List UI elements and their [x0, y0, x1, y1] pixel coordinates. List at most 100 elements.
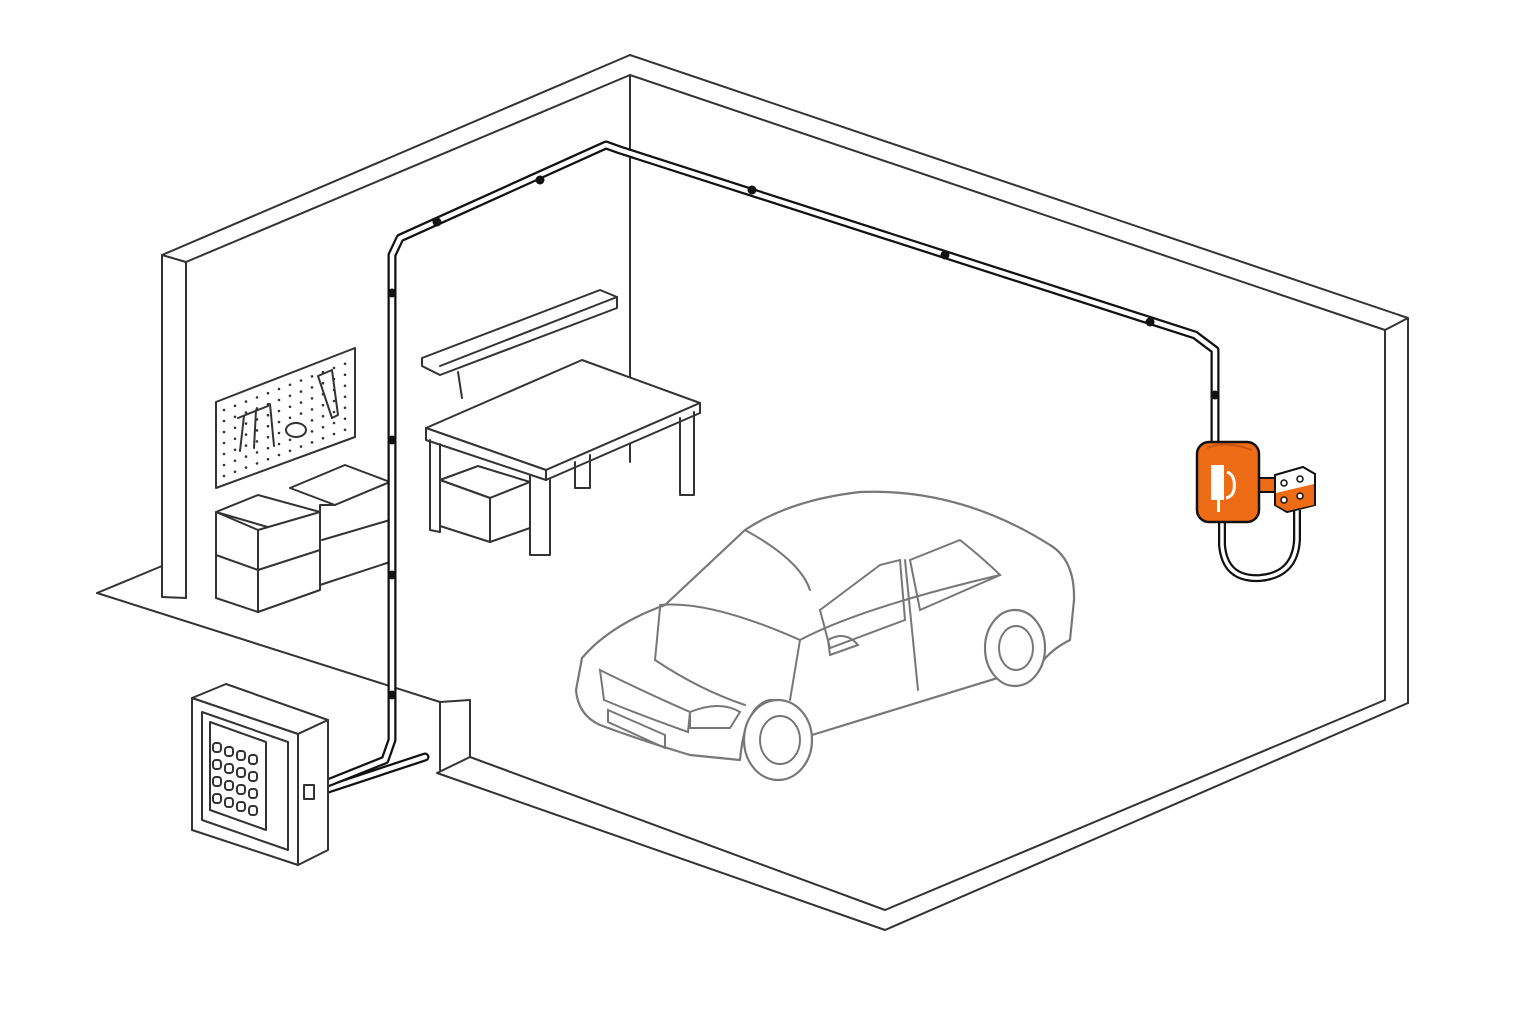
peg-hole [288, 383, 292, 387]
peg-hole [222, 474, 226, 478]
peg-hole [255, 407, 259, 410]
peg-hole [288, 449, 292, 453]
breaker-switch [248, 788, 258, 799]
hammer-tool-icon [317, 369, 339, 419]
breaker-switch [248, 754, 258, 765]
tape-roll-icon [285, 422, 307, 438]
breaker-switch [212, 742, 222, 753]
car [574, 490, 1076, 782]
peg-hole [244, 455, 248, 458]
peg-hole [332, 366, 336, 370]
peg-hole [310, 419, 314, 422]
breaker-switch [224, 746, 234, 757]
circuit-breakers [212, 742, 258, 816]
wrench-tool-icon [237, 403, 275, 452]
peg-hole [233, 437, 237, 441]
conduit-clamp [387, 435, 397, 445]
breaker-switch [248, 771, 258, 782]
breaker-switch [224, 797, 234, 808]
peg-hole [266, 457, 270, 461]
peg-hole [299, 390, 303, 393]
peg-hole [299, 379, 303, 382]
peg-hole [233, 459, 237, 463]
peg-hole [277, 387, 281, 391]
peg-hole [222, 408, 226, 412]
front-wheel [742, 698, 814, 782]
peg-hole [266, 424, 270, 428]
peg-hole [222, 441, 226, 445]
peg-hole [255, 440, 259, 443]
peg-hole [244, 444, 248, 447]
peg-hole [310, 408, 314, 411]
peg-hole [343, 362, 347, 366]
peg-hole [288, 394, 292, 398]
peg-hole [310, 375, 314, 378]
peg-hole [233, 470, 237, 474]
peg-hole [343, 417, 347, 421]
peg-hole [266, 413, 270, 417]
peg-hole [244, 411, 248, 414]
conduit-clamp [940, 250, 950, 260]
peg-hole [310, 441, 314, 444]
breaker-switch [212, 759, 222, 770]
peg-hole [288, 405, 292, 409]
conduit-clamp [387, 288, 397, 298]
peg-hole [332, 421, 336, 425]
peg-hole [277, 409, 281, 413]
peg-hole [288, 416, 292, 420]
pegboard [215, 347, 356, 489]
peg-hole [255, 462, 259, 465]
conduit-clamp [535, 175, 545, 185]
peg-hole [343, 373, 347, 377]
peg-hole [266, 446, 270, 450]
peg-hole [222, 419, 226, 423]
wall-outlet [1274, 465, 1316, 514]
breaker-switch [236, 801, 246, 812]
peg-hole [233, 404, 237, 408]
peg-hole [299, 412, 303, 415]
peg-hole [299, 445, 303, 448]
peg-hole [255, 451, 259, 454]
peg-hole [255, 429, 259, 432]
ev-plug-icon [1211, 465, 1236, 512]
peg-hole [244, 433, 248, 436]
peg-hole [244, 422, 248, 425]
breaker-switch [212, 776, 222, 787]
conduit-clamp [432, 217, 442, 227]
peg-hole [310, 430, 314, 433]
ev-charger[interactable] [1195, 440, 1316, 583]
breaker-switch [236, 784, 246, 795]
electrical-panel [191, 683, 329, 866]
right-wall [629, 54, 1409, 704]
peg-hole [233, 415, 237, 419]
peg-hole [277, 442, 281, 446]
peg-hole [266, 391, 270, 395]
conduit-clamp [1210, 390, 1220, 400]
peg-hole [321, 425, 325, 429]
breaker-switch [248, 805, 258, 816]
wall-shelf [421, 289, 618, 399]
breaker-switch [224, 780, 234, 791]
workbench [425, 359, 701, 556]
peg-hole [343, 384, 347, 388]
storage-cabinets [215, 464, 391, 613]
peg-hole [321, 403, 325, 407]
peg-hole [222, 463, 226, 467]
peg-hole [332, 432, 336, 436]
peg-hole [266, 402, 270, 406]
rear-wheel [983, 608, 1047, 688]
peg-hole [233, 426, 237, 430]
peg-hole [277, 420, 281, 424]
conduit-clamp [747, 185, 757, 195]
peg-hole [244, 466, 248, 469]
conduit-clamps [387, 175, 1220, 700]
peg-hole [321, 414, 325, 418]
peg-hole [310, 386, 314, 389]
peg-hole [222, 430, 226, 434]
peg-hole [277, 431, 281, 435]
peg-hole [277, 398, 281, 402]
peg-hole [277, 453, 281, 457]
peg-hole [266, 435, 270, 439]
charger-unit[interactable] [1195, 440, 1261, 524]
